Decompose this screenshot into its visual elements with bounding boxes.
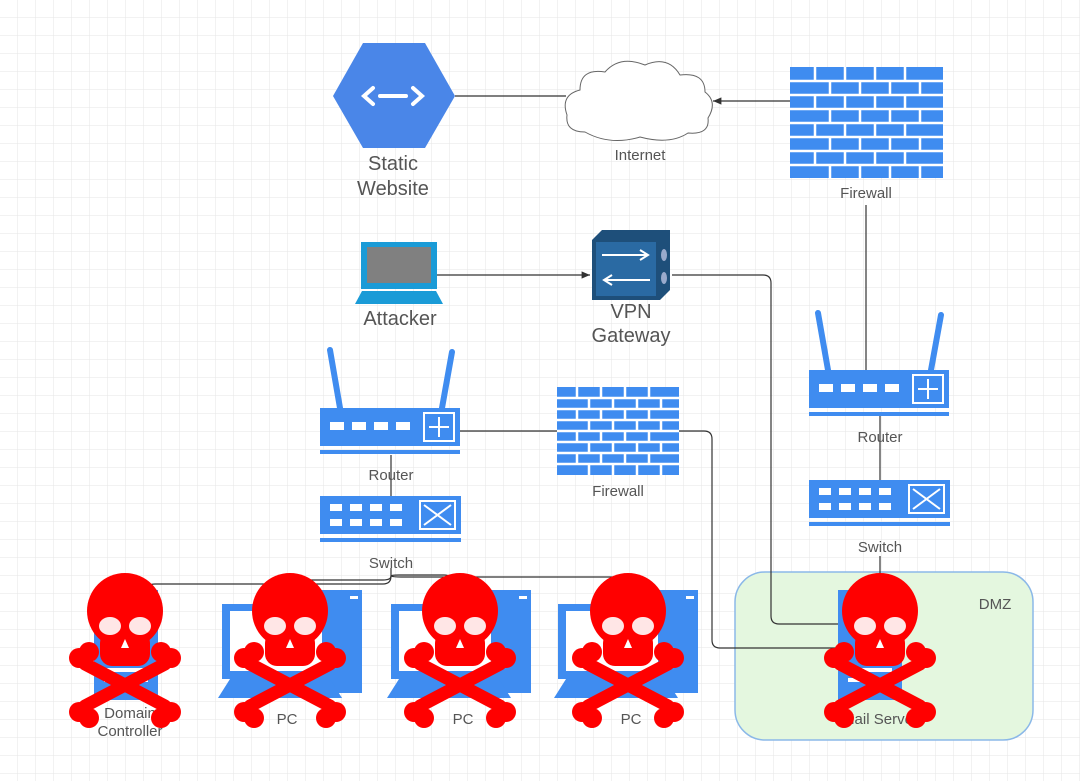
mail-server-node[interactable]: Mail Server <box>824 573 936 728</box>
internet-node[interactable]: Internet <box>564 60 713 164</box>
attacker-node[interactable]: Attacker <box>355 242 443 330</box>
firewall-mid-node[interactable]: Firewall <box>557 387 679 500</box>
domain-controller-node[interactable]: Domain Controller <box>69 573 181 740</box>
switch-right-node[interactable]: Switch <box>808 479 951 556</box>
router-right-node[interactable]: Router <box>808 310 950 446</box>
vpn-gateway-label: VPN <box>610 301 651 323</box>
code-arrows-icon <box>360 86 426 106</box>
link-vpn-mailserver[interactable] <box>672 274 845 625</box>
cloud-icon <box>564 60 713 142</box>
router-icon <box>319 347 461 455</box>
mail-server-label: Mail Server <box>842 711 918 728</box>
pc2-label: PC <box>453 711 474 728</box>
internet-label: Internet <box>615 147 667 164</box>
router-left-node[interactable]: Router <box>319 347 461 484</box>
static-website-label: Static <box>368 153 418 175</box>
firewall-top-node[interactable]: Firewall <box>790 67 943 202</box>
pc1-label: PC <box>277 711 298 728</box>
attacker-label: Attacker <box>363 308 437 330</box>
pc3-label: PC <box>621 711 642 728</box>
router-icon <box>808 310 950 417</box>
brick-wall-icon <box>557 387 679 475</box>
static-website-label-2: Website <box>357 178 429 200</box>
vpn-gateway-node[interactable]: VPN Gateway <box>592 230 671 347</box>
firewall-top-label: Firewall <box>840 185 892 202</box>
pc2-node[interactable]: PC <box>387 573 531 728</box>
vpn-gateway-label-2: Gateway <box>592 325 671 347</box>
static-website-node[interactable]: Static Website <box>333 43 455 200</box>
link-router-mailserver[interactable] <box>460 430 845 649</box>
dmz-label: DMZ <box>979 596 1012 613</box>
brick-wall-icon <box>790 67 943 178</box>
router-right-label: Router <box>857 429 902 446</box>
domain-controller-label: Domain <box>104 705 156 722</box>
switch-left-label: Switch <box>369 555 413 572</box>
switch-left-node[interactable]: Switch <box>319 495 462 572</box>
firewall-mid-label: Firewall <box>592 483 644 500</box>
pc3-node[interactable]: PC <box>554 573 698 728</box>
domain-controller-label-2: Controller <box>97 723 162 740</box>
vpn-gateway-icon <box>592 230 670 300</box>
pc1-node[interactable]: PC <box>218 573 362 728</box>
router-left-label: Router <box>368 467 413 484</box>
switch-right-label: Switch <box>858 539 902 556</box>
